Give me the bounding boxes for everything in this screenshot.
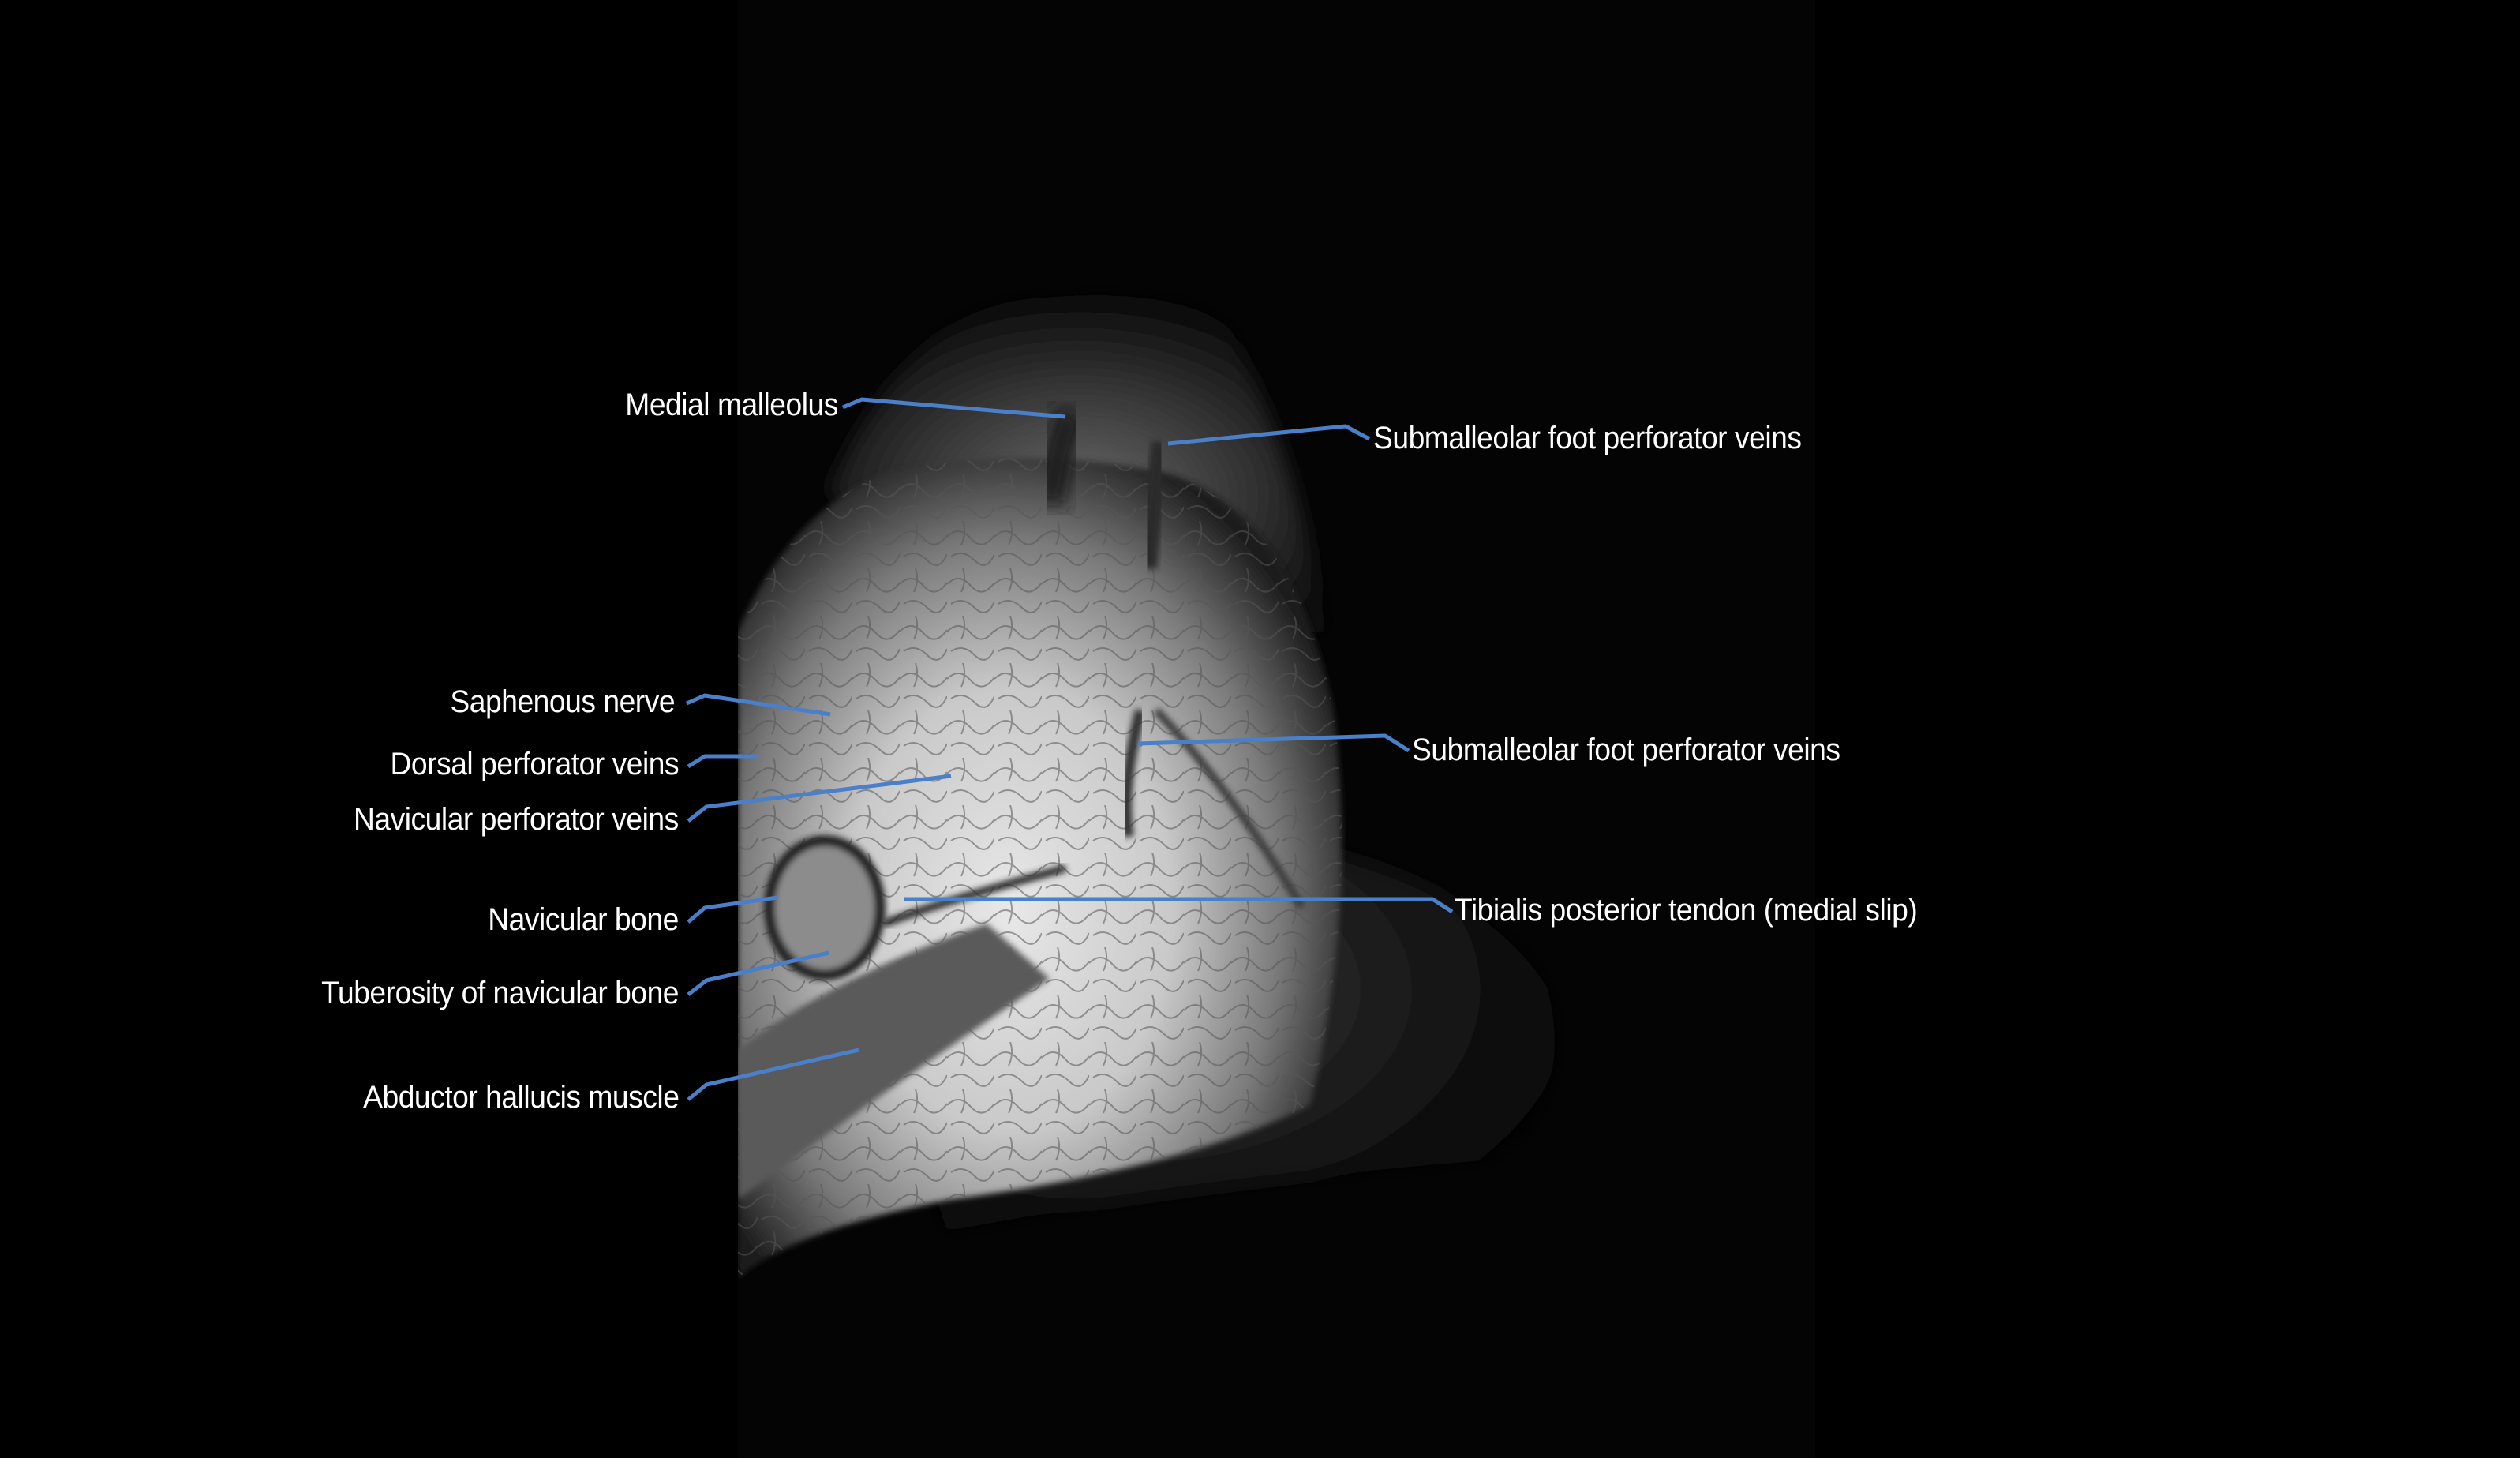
leader-submalleolar-lower bbox=[1137, 733, 1410, 753]
label-medial-malleolus: Medial malleolus bbox=[625, 388, 838, 422]
label-dorsal-perforator-veins: Dorsal perforator veins bbox=[390, 747, 679, 781]
leader-navicular-bone bbox=[687, 895, 778, 924]
abductor-hallucis-region bbox=[738, 924, 1050, 1200]
leader-lines bbox=[686, 397, 1454, 1101]
leader-tuberosity bbox=[687, 950, 829, 996]
leader-tibialis-posterior bbox=[904, 897, 1454, 914]
label-navicular-perforator-veins: Navicular perforator veins bbox=[354, 802, 679, 837]
leader-submalleolar-upper bbox=[1167, 424, 1371, 446]
label-tuberosity-of-navicular-bone: Tuberosity of navicular bone bbox=[321, 976, 679, 1010]
label-submalleolar-foot-perforator-veins-upper: Submalleolar foot perforator veins bbox=[1373, 421, 1802, 455]
label-tibialis-posterior-tendon: Tibialis posterior tendon (medial slip) bbox=[1455, 893, 1918, 928]
label-abductor-hallucis-muscle: Abductor hallucis muscle bbox=[362, 1080, 680, 1115]
leader-abductor-hallucis bbox=[687, 1048, 859, 1101]
label-saphenous-nerve: Saphenous nerve bbox=[450, 684, 675, 719]
leader-saphenous-nerve bbox=[686, 693, 831, 717]
navicular-bone-region bbox=[764, 835, 886, 980]
leader-dorsal-perforator bbox=[687, 754, 758, 769]
leader-navicular-perforator bbox=[687, 774, 952, 823]
leader-medial-malleolus bbox=[842, 397, 1066, 419]
label-submalleolar-foot-perforator-veins-lower: Submalleolar foot perforator veins bbox=[1412, 733, 1840, 767]
label-navicular-bone: Navicular bone bbox=[488, 902, 679, 937]
